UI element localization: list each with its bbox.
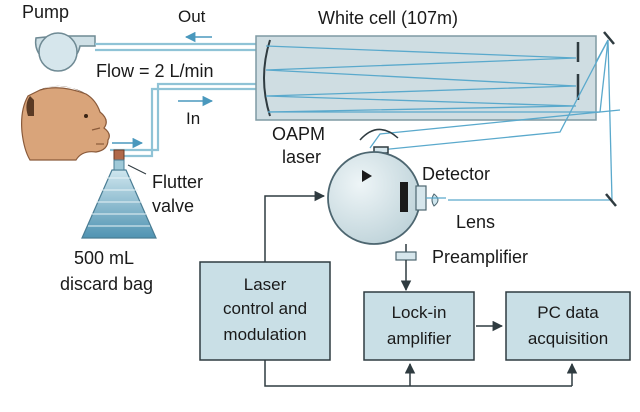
flow-label: Flow = 2 L/min — [96, 61, 214, 81]
bag-label-2: discard bag — [60, 274, 153, 294]
out-label: Out — [178, 7, 206, 26]
external-mirrors — [603, 31, 617, 207]
lockin-line-1: Lock-in — [392, 303, 447, 322]
lockin-line-2: amplifier — [387, 329, 452, 348]
white-cell-label: White cell (107m) — [318, 8, 458, 28]
signal-connectors — [264, 190, 578, 387]
flutter-label-2: valve — [152, 196, 194, 216]
laser-housing — [327, 151, 427, 245]
person-face-icon — [21, 85, 110, 161]
white-cell — [255, 35, 600, 121]
oapm-label-1: OAPM — [272, 124, 325, 144]
flutter-leader — [127, 164, 147, 175]
flutter-label-1: Flutter — [152, 172, 203, 192]
discard-bag — [81, 149, 157, 239]
preamplifier-label: Preamplifier — [432, 247, 528, 267]
laser-control-box: Laser control and modulation — [199, 261, 331, 361]
oapm-mirror — [359, 128, 399, 154]
beam-path — [369, 39, 621, 201]
pc-box: PC data acquisition — [505, 291, 631, 361]
pc-line-1: PC data — [537, 303, 599, 322]
pump-icon — [34, 32, 96, 72]
lockin-box: Lock-in amplifier — [363, 291, 475, 361]
preamplifier — [395, 244, 417, 261]
pc-line-2: acquisition — [528, 329, 608, 348]
laser-control-line-2: control and — [223, 299, 307, 318]
detector-label: Detector — [422, 164, 490, 184]
laser-control-line-3: modulation — [223, 325, 306, 344]
lens-label: Lens — [456, 212, 495, 232]
bag-label-1: 500 mL — [74, 248, 134, 268]
pump-label: Pump — [22, 2, 69, 22]
laser-control-line-1: Laser — [244, 275, 287, 294]
lens-icon — [426, 193, 446, 207]
in-label: In — [186, 109, 200, 128]
oapm-label-2: laser — [282, 147, 321, 167]
